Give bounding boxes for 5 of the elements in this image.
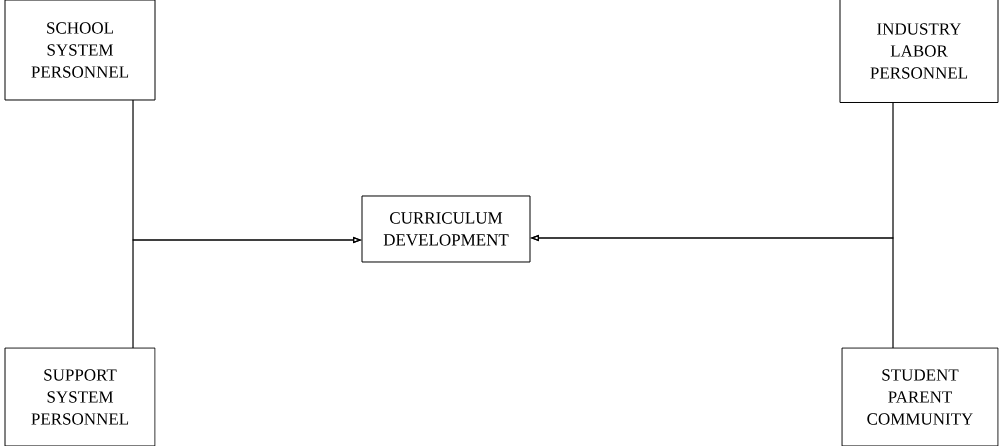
process-box: SUPPORT SYSTEM PERSONNEL (4, 347, 156, 446)
process-box: INDUSTRY LABOR PERSONNEL (839, 0, 999, 103)
process-box: CURRICULUM DEVELOPMENT (361, 195, 531, 263)
process-box: STUDENT PARENT COMMUNITY (841, 347, 999, 446)
process-box: SCHOOL SYSTEM PERSONNEL (4, 0, 156, 101)
